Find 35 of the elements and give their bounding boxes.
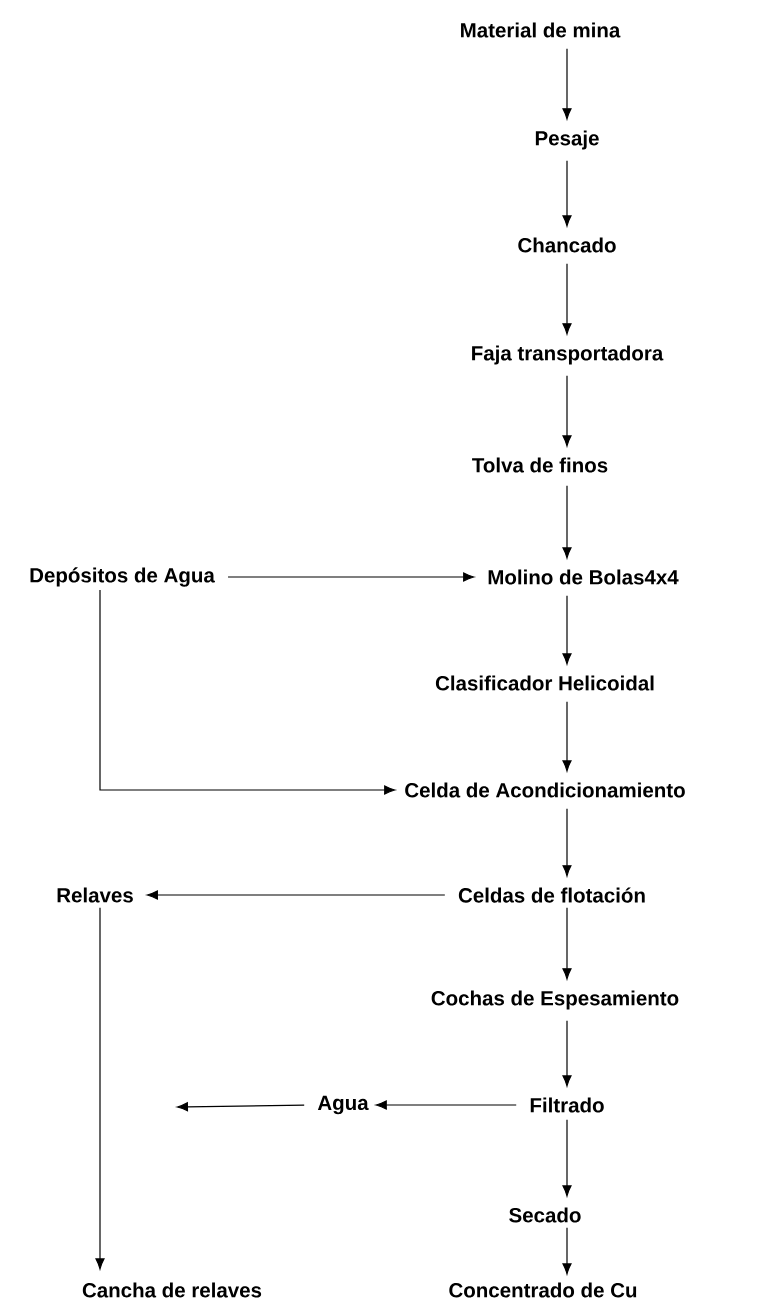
arrow [176,1102,305,1112]
arrow [562,1020,572,1087]
arrow [99,589,396,795]
arrow [562,595,572,665]
step-label: Cochas de Espesamiento [431,990,679,1010]
step-label: Molino de Bolas4x4 [488,569,679,585]
arrow [227,572,475,582]
step-label: Pesaje [535,130,599,150]
arrow [562,485,572,559]
step-label: Concentrado de Cu [449,1282,637,1298]
arrow [562,48,572,120]
arrow [562,808,572,877]
step-label: Material de mina [461,22,621,38]
step-label: Celda de Acondicionamiento [405,782,685,798]
arrow [562,701,572,772]
arrow [95,907,105,1270]
step-label: Agua [317,1095,369,1115]
arrow [146,890,446,900]
step-label: Chancado [518,237,616,253]
step-label: Clasificador Helicoidal [435,675,654,691]
step-label: Tolva de finos [472,457,608,473]
step-label: Celdas de flotación [458,887,645,903]
arrow [562,907,572,980]
arrow [562,1119,572,1197]
step-label: Relaves [57,887,133,903]
arrow [562,375,572,447]
arrow [562,1227,572,1275]
step-label: Secado [509,1207,581,1223]
step-label: Cancha de relaves [82,1282,262,1298]
arrow [562,160,572,227]
arrow [375,1100,517,1110]
step-label: Faja transportadora [472,345,664,365]
step-label: Depósitos de Agua [30,567,215,587]
step-label: Filtrado [530,1097,604,1113]
arrow [562,263,572,335]
